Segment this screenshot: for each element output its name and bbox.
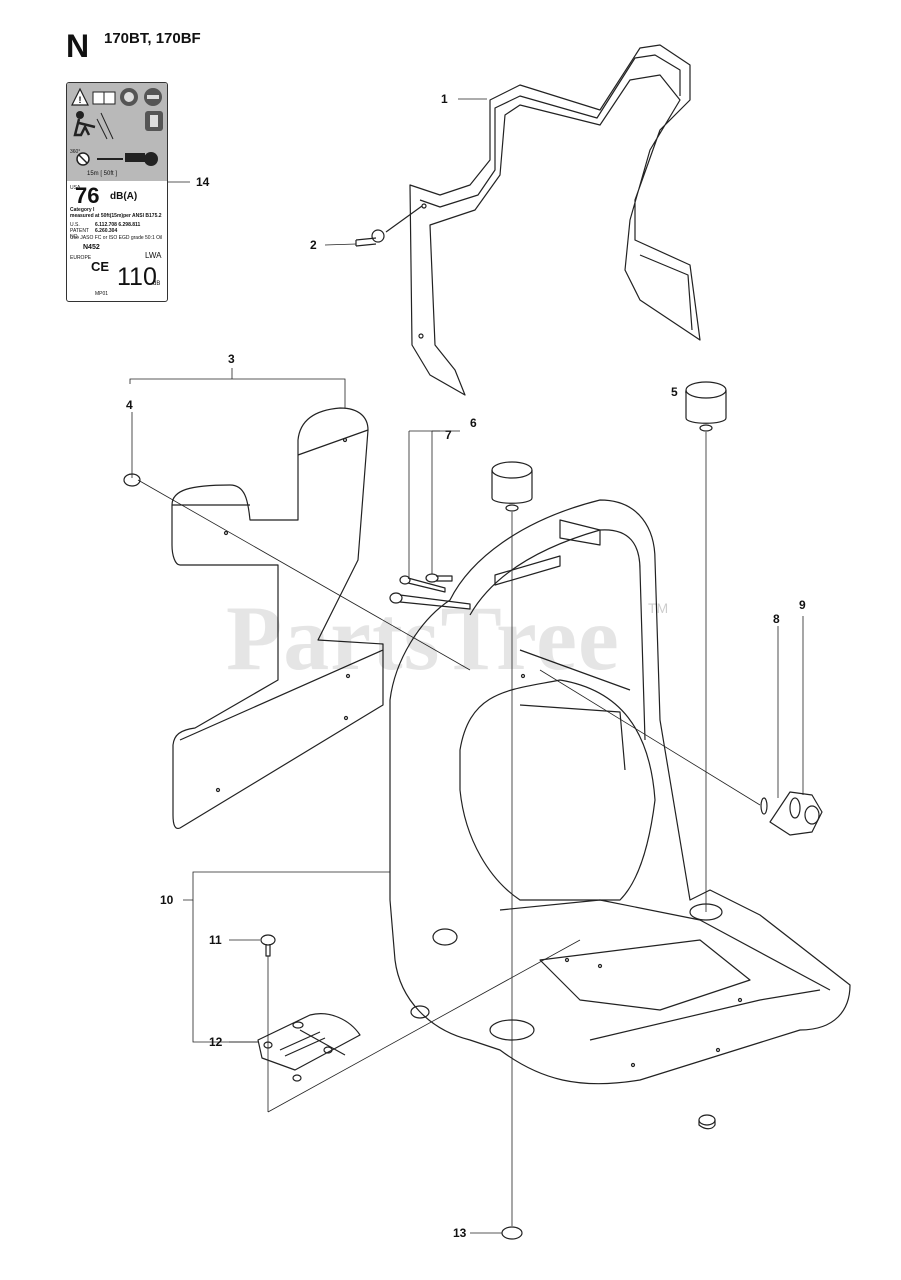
callout-4: 4: [126, 398, 133, 412]
grommet-part: [491, 381, 727, 512]
callout-2: 2: [310, 238, 317, 252]
glove-icon: [145, 111, 163, 131]
decal-patent-numbers-2: 6.260.304: [95, 228, 118, 234]
decal-icons: !: [71, 87, 163, 166]
watermark-tm: TM: [648, 600, 669, 616]
decal-region-europe: EUROPE: [70, 255, 92, 261]
decal-code: N452: [83, 244, 100, 251]
callout-7: 7: [445, 428, 452, 442]
decal-oil-note: Use JASO FC or ISO EGD grade 50:1 Oil: [70, 235, 163, 241]
callout-11: 11: [209, 933, 222, 947]
callout-12: 12: [209, 1035, 223, 1049]
decal-region-usa: USA: [70, 185, 81, 191]
bolt-part: [355, 205, 423, 247]
callout-5: 5: [671, 385, 678, 399]
callout-13: 13: [453, 1226, 467, 1240]
backplate-part: [389, 499, 851, 1085]
decal-ce-mark: CE: [91, 259, 110, 274]
callout-10: 10: [160, 893, 174, 907]
foot-part: [501, 1226, 523, 1240]
decal-angle: 360°: [70, 149, 81, 155]
decal-db-unit: dB(A): [110, 191, 138, 202]
callout-6: 6: [470, 416, 477, 430]
decal-distance: 15m [ 50ft ]: [87, 171, 118, 177]
decal-lwa-value: 110: [117, 263, 157, 291]
knob-part: [760, 791, 823, 836]
eye-protection-icon: [144, 88, 162, 106]
watermark: PartsTree: [226, 587, 620, 689]
callout-3: 3: [228, 352, 235, 366]
ear-protection-icon: [120, 88, 138, 106]
decal-lwa-unit: dB: [153, 281, 161, 287]
safety-decal: ! 360°: [66, 82, 168, 302]
callout-1: 1: [441, 92, 448, 106]
no-bystanders-icon: [76, 152, 90, 166]
warning-triangle-icon: !: [71, 87, 89, 106]
decal-patent-numbers: 6.112.708 6.298.811: [95, 222, 141, 228]
model-title: 170BT, 170BF: [104, 30, 201, 47]
callout-14: 14: [196, 175, 210, 189]
screw-parts: [389, 573, 471, 610]
operator-icon: [73, 111, 114, 140]
section-letter: N: [66, 28, 90, 64]
svg-text:!: !: [79, 95, 82, 105]
decal-lwa-label: LWA: [145, 251, 162, 260]
frame-part: [409, 44, 701, 396]
decal-category: Category I: [70, 207, 95, 213]
callout-8: 8: [773, 612, 780, 626]
decal-mark-code: MP01: [95, 291, 109, 297]
rivet-part: [260, 934, 276, 957]
decal-patent-label: U.S. PATENT NO.: [70, 222, 89, 240]
foot-pad-part: [257, 1013, 361, 1082]
decal-category-note: measured at 50ft(15m)per ANSI B175.2: [70, 213, 162, 219]
blower-icon: [97, 152, 158, 166]
manual-book-icon: [92, 91, 116, 105]
callout-9: 9: [799, 598, 806, 612]
back-pad-part: [171, 407, 384, 830]
decal-db-value: 76: [75, 183, 100, 208]
